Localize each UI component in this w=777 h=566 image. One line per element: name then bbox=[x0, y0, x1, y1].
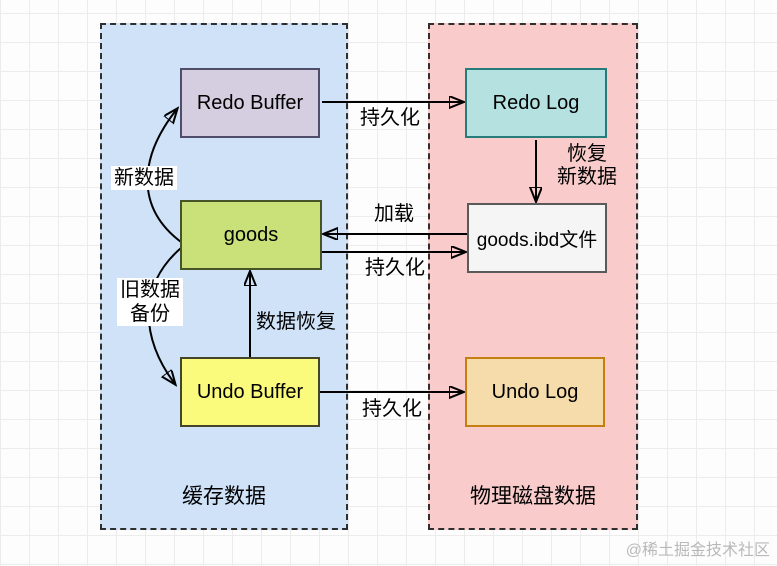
disk-container-label: 物理磁盘数据 bbox=[470, 485, 596, 508]
cache-container-label: 缓存数据 bbox=[182, 485, 266, 508]
edge-label-old-data-backup: 旧数据 备份 bbox=[117, 278, 183, 326]
node-redo-log: Redo Log bbox=[465, 68, 607, 138]
node-goods-ibd-label: goods.ibd文件 bbox=[476, 229, 598, 251]
edge-label-undo-persist: 持久化 bbox=[362, 398, 422, 420]
edge-label-old-data-backup-line1: 旧数据 bbox=[120, 279, 180, 301]
edge-label-old-data-backup-line2: 备份 bbox=[130, 303, 170, 325]
edge-label-redo-recover-line1: 恢复 bbox=[567, 143, 607, 165]
edge-label-redo-recover-line2: 新数据 bbox=[557, 166, 617, 188]
node-redo-log-label: Redo Log bbox=[492, 91, 580, 114]
node-goods-label: goods bbox=[223, 223, 279, 246]
edge-label-data-recover: 数据恢复 bbox=[256, 311, 336, 333]
node-undo-log-label: Undo Log bbox=[491, 380, 579, 403]
watermark-text: @稀土掘金技术社区 bbox=[625, 542, 770, 559]
edge-label-goods-persist: 持久化 bbox=[365, 257, 425, 279]
node-undo-log: Undo Log bbox=[465, 357, 605, 427]
node-goods-ibd: goods.ibd文件 bbox=[467, 203, 607, 273]
node-goods: goods bbox=[180, 200, 322, 270]
edge-label-new-data: 新数据 bbox=[111, 166, 177, 190]
node-undo-buffer-label: Undo Buffer bbox=[196, 380, 304, 403]
edge-label-redo-persist: 持久化 bbox=[360, 107, 420, 129]
edge-label-load: 加载 bbox=[374, 203, 414, 225]
node-redo-buffer: Redo Buffer bbox=[180, 68, 320, 138]
edge-label-redo-recover: 恢复 新数据 bbox=[557, 143, 617, 189]
node-redo-buffer-label: Redo Buffer bbox=[196, 91, 304, 114]
node-undo-buffer: Undo Buffer bbox=[180, 357, 320, 427]
